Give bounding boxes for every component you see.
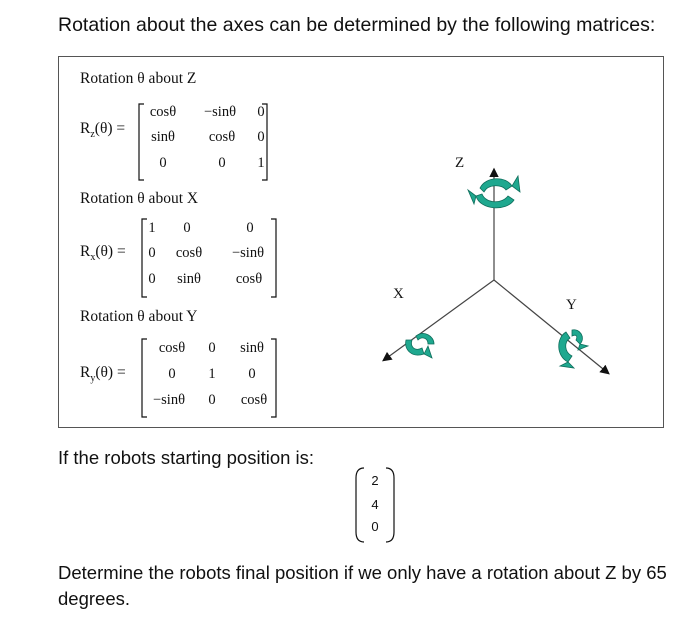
matrix-z-brackets (138, 103, 268, 181)
matrix-y-brackets (141, 338, 277, 418)
question-text: Determine the robots final position if w… (58, 562, 667, 609)
matrix-z-cell: sinθ (151, 129, 175, 145)
matrix-x-label: Rx(θ) = (80, 243, 126, 264)
matrix-x-cell: 0 (246, 220, 254, 236)
matrix-z-cell: 0 (257, 129, 265, 145)
x-axis-line (382, 279, 495, 362)
start-position-text: If the robots starting position is: (58, 447, 315, 468)
matrix-x-cell: −sinθ (231, 245, 265, 261)
matrix-z-cell: cosθ (149, 104, 177, 120)
x-rotation-arrow-icon (405, 333, 435, 359)
matrix-x-brackets (141, 218, 277, 298)
start-vector-cell: 2 (371, 473, 379, 488)
matrix-z-cell: 0 (218, 155, 226, 171)
start-vector-brackets (355, 467, 395, 543)
matrix-y-cell: cosθ (240, 392, 268, 408)
matrix-z-title: Rotation θ about Z (80, 70, 197, 87)
matrix-y-cell: 0 (208, 392, 216, 408)
matrix-x-cell: 0 (148, 271, 156, 287)
matrix-y-label: Ry(θ) = (80, 364, 126, 385)
matrix-x-cell: 0 (183, 220, 191, 236)
matrix-x-cell: sinθ (177, 271, 201, 287)
matrix-y-cell: 0 (168, 366, 176, 382)
matrix-y-title: Rotation θ about Y (80, 308, 198, 325)
y-rotation-arrow-icon (558, 329, 590, 369)
matrix-z-cell: 1 (257, 155, 265, 171)
matrix-z-cell: 0 (257, 104, 265, 120)
start-vector-cell: 0 (371, 519, 379, 534)
matrix-x-cell: 1 (148, 220, 156, 236)
matrix-z-label: Rz(θ) = (80, 120, 126, 141)
matrix-y-cell: −sinθ (152, 392, 186, 408)
x-axis-label: X (393, 286, 404, 302)
matrix-x-cell: cosθ (175, 245, 203, 261)
y-axis-label: Y (566, 297, 577, 313)
axes-diagram (382, 167, 610, 375)
z-axis-label: Z (455, 155, 465, 171)
matrix-x-cell: 0 (148, 245, 156, 261)
z-rotation-arrow-icon (467, 174, 521, 209)
matrix-y-cell: 0 (248, 366, 256, 382)
matrix-x-cell: cosθ (235, 271, 263, 287)
matrix-z-cell: −sinθ (203, 104, 237, 120)
heading: Rotation about the axes can be determine… (58, 14, 656, 36)
rotation-matrices-figure (58, 56, 664, 428)
matrix-x-title: Rotation θ about X (80, 190, 199, 207)
matrix-y-cell: 1 (208, 366, 216, 382)
start-vector-cell: 4 (371, 497, 379, 512)
matrix-z-cell: cosθ (208, 129, 236, 145)
matrix-z-cell: 0 (159, 155, 167, 171)
matrix-y-cell: cosθ (158, 340, 186, 356)
y-axis-line (493, 279, 610, 375)
matrix-y-cell: sinθ (240, 340, 264, 356)
matrix-y-cell: 0 (208, 340, 216, 356)
